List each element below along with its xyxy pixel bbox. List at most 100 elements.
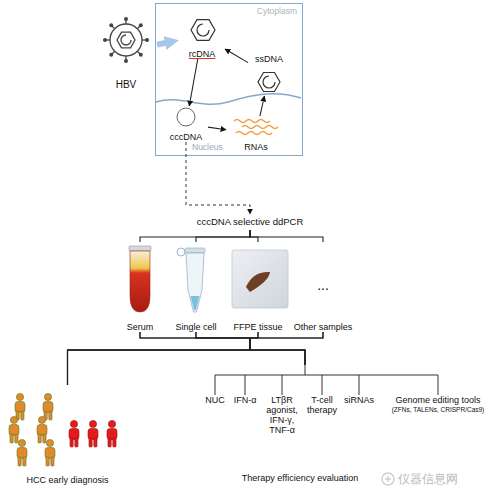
dashed-arrow (186, 142, 250, 214)
rcdna-icon (191, 20, 215, 41)
node-text: ... (290, 278, 356, 294)
sample-item: Single cell (168, 242, 224, 332)
node-text: RNAs (226, 142, 286, 152)
cccdna-node: cccDNA (164, 106, 208, 142)
node-text: Genome editing tools (380, 395, 496, 405)
watermark: 仪器信息网 (398, 471, 458, 488)
hbv-virus-icon (124, 59, 128, 63)
node-text: Serum (117, 322, 163, 332)
therapy-item: siRNAs (342, 395, 376, 407)
ssdna-icon (258, 73, 280, 92)
node-text: rcDNA (179, 49, 225, 59)
ssdna-icon (263, 76, 275, 88)
node-text: HBV (95, 79, 157, 90)
ssdna-node: ssDNA (248, 54, 290, 96)
patient-group-icon (9, 416, 19, 443)
single-cell-tube (191, 296, 200, 310)
therapy-item: IFN-α (230, 395, 260, 407)
patient-group-icon (88, 420, 98, 447)
flow-arrow (208, 127, 226, 130)
therapy-item: T-cell therapy (304, 395, 340, 419)
connector-line (196, 230, 250, 242)
node-text: Single cell (168, 322, 224, 332)
connector-line (140, 230, 250, 242)
patient-group-icon (9, 393, 117, 466)
sample-item: ... Other samples (290, 242, 356, 332)
connector-line (68, 332, 259, 385)
node-text: ssDNA (248, 54, 290, 64)
flow-arrow (260, 96, 264, 116)
cccdna-icon (177, 108, 195, 126)
application-group: HCC early diagnosis (5, 385, 130, 485)
rcdna-node: rcDNA (179, 12, 225, 59)
therapy-item: NUC (202, 395, 228, 407)
hbv-virus-icon (103, 17, 149, 63)
hbv-virus-icon (121, 35, 131, 45)
single-cell-tube (177, 248, 185, 256)
flow-arrow (225, 49, 248, 63)
patient-group-icon (45, 439, 55, 466)
rcdna-icon (197, 24, 209, 36)
hbv-virus-icon (109, 23, 113, 27)
patient-group-icon (43, 393, 53, 420)
node-text: T-cell therapy (304, 395, 340, 415)
flow-arrow (157, 42, 169, 44)
cell-box: Cytoplasm rcDNA ssDNA NucleuscccDNA RNAs (155, 3, 303, 156)
rna-strands (234, 120, 278, 135)
hbv-virus-icon (103, 17, 149, 63)
ffpe-block (232, 250, 288, 308)
ssdna-icon (258, 73, 280, 92)
connector-line (250, 332, 323, 365)
node-text: siRNAs (342, 395, 376, 405)
serum-tube (130, 251, 150, 312)
rcdna-icon (191, 20, 215, 41)
hbv-virus-icon (124, 17, 128, 21)
node-text: (ZFNs, TALENs, CRISPR/Cas9) (380, 406, 496, 413)
node-text: FFPE tissue (228, 322, 288, 332)
nucleus-region: NucleuscccDNA RNAs (156, 92, 301, 154)
patient-group-icon (17, 439, 27, 466)
hbv-virus-icon (109, 53, 113, 57)
therapy-item: Genome editing tools(ZFNs, TALENs, CRISP… (380, 395, 496, 423)
rna-strands (236, 132, 272, 135)
virus-node: HBV (95, 12, 157, 90)
node-text: LTβR agonist, IFN-γ, TNF-α (262, 395, 302, 435)
cccdna-icon (177, 108, 195, 126)
serum-tube (129, 246, 151, 251)
connector-line (68, 332, 324, 385)
node-text: Nucleus (192, 143, 223, 153)
connector-line (250, 230, 258, 242)
connector-line (250, 230, 323, 242)
sample-item: FFPE tissue (228, 242, 288, 332)
rna-node: RNAs (226, 116, 286, 152)
watermark-logo (382, 473, 394, 485)
connector-line (68, 332, 251, 385)
watermark-logo (382, 473, 394, 485)
hbv-virus-icon (117, 32, 135, 48)
therapy-item: LTβR agonist, IFN-γ, TNF-α (262, 395, 302, 439)
node-text: cccDNA (164, 132, 208, 142)
patient-group-icon (15, 393, 25, 420)
node-text: Cytoplasm (257, 7, 297, 17)
flow-arrow (189, 59, 197, 106)
hbv-virus-icon (103, 38, 107, 42)
connector-line (140, 332, 305, 365)
single-cell-tube (186, 253, 204, 312)
hbv-virus-icon (145, 38, 149, 42)
method-label: cccDNA selective ddPCR (180, 214, 320, 230)
node-text: IFN-α (230, 395, 260, 405)
ffpe-block (232, 250, 288, 308)
therapy-bracket (215, 365, 438, 395)
hbv-virus-icon (110, 24, 142, 56)
node-text: cccDNA selective ddPCR (180, 217, 320, 228)
node-text: Other samples (290, 322, 356, 332)
patient-group-icon (37, 416, 47, 443)
application-group: Therapy efficiency evaluationNUCIFN-αLTβ… (200, 365, 498, 487)
connector-line (196, 332, 305, 365)
hbv-virus-icon (139, 53, 143, 57)
nucleus-membrane (156, 94, 301, 105)
connector-line (250, 332, 305, 365)
